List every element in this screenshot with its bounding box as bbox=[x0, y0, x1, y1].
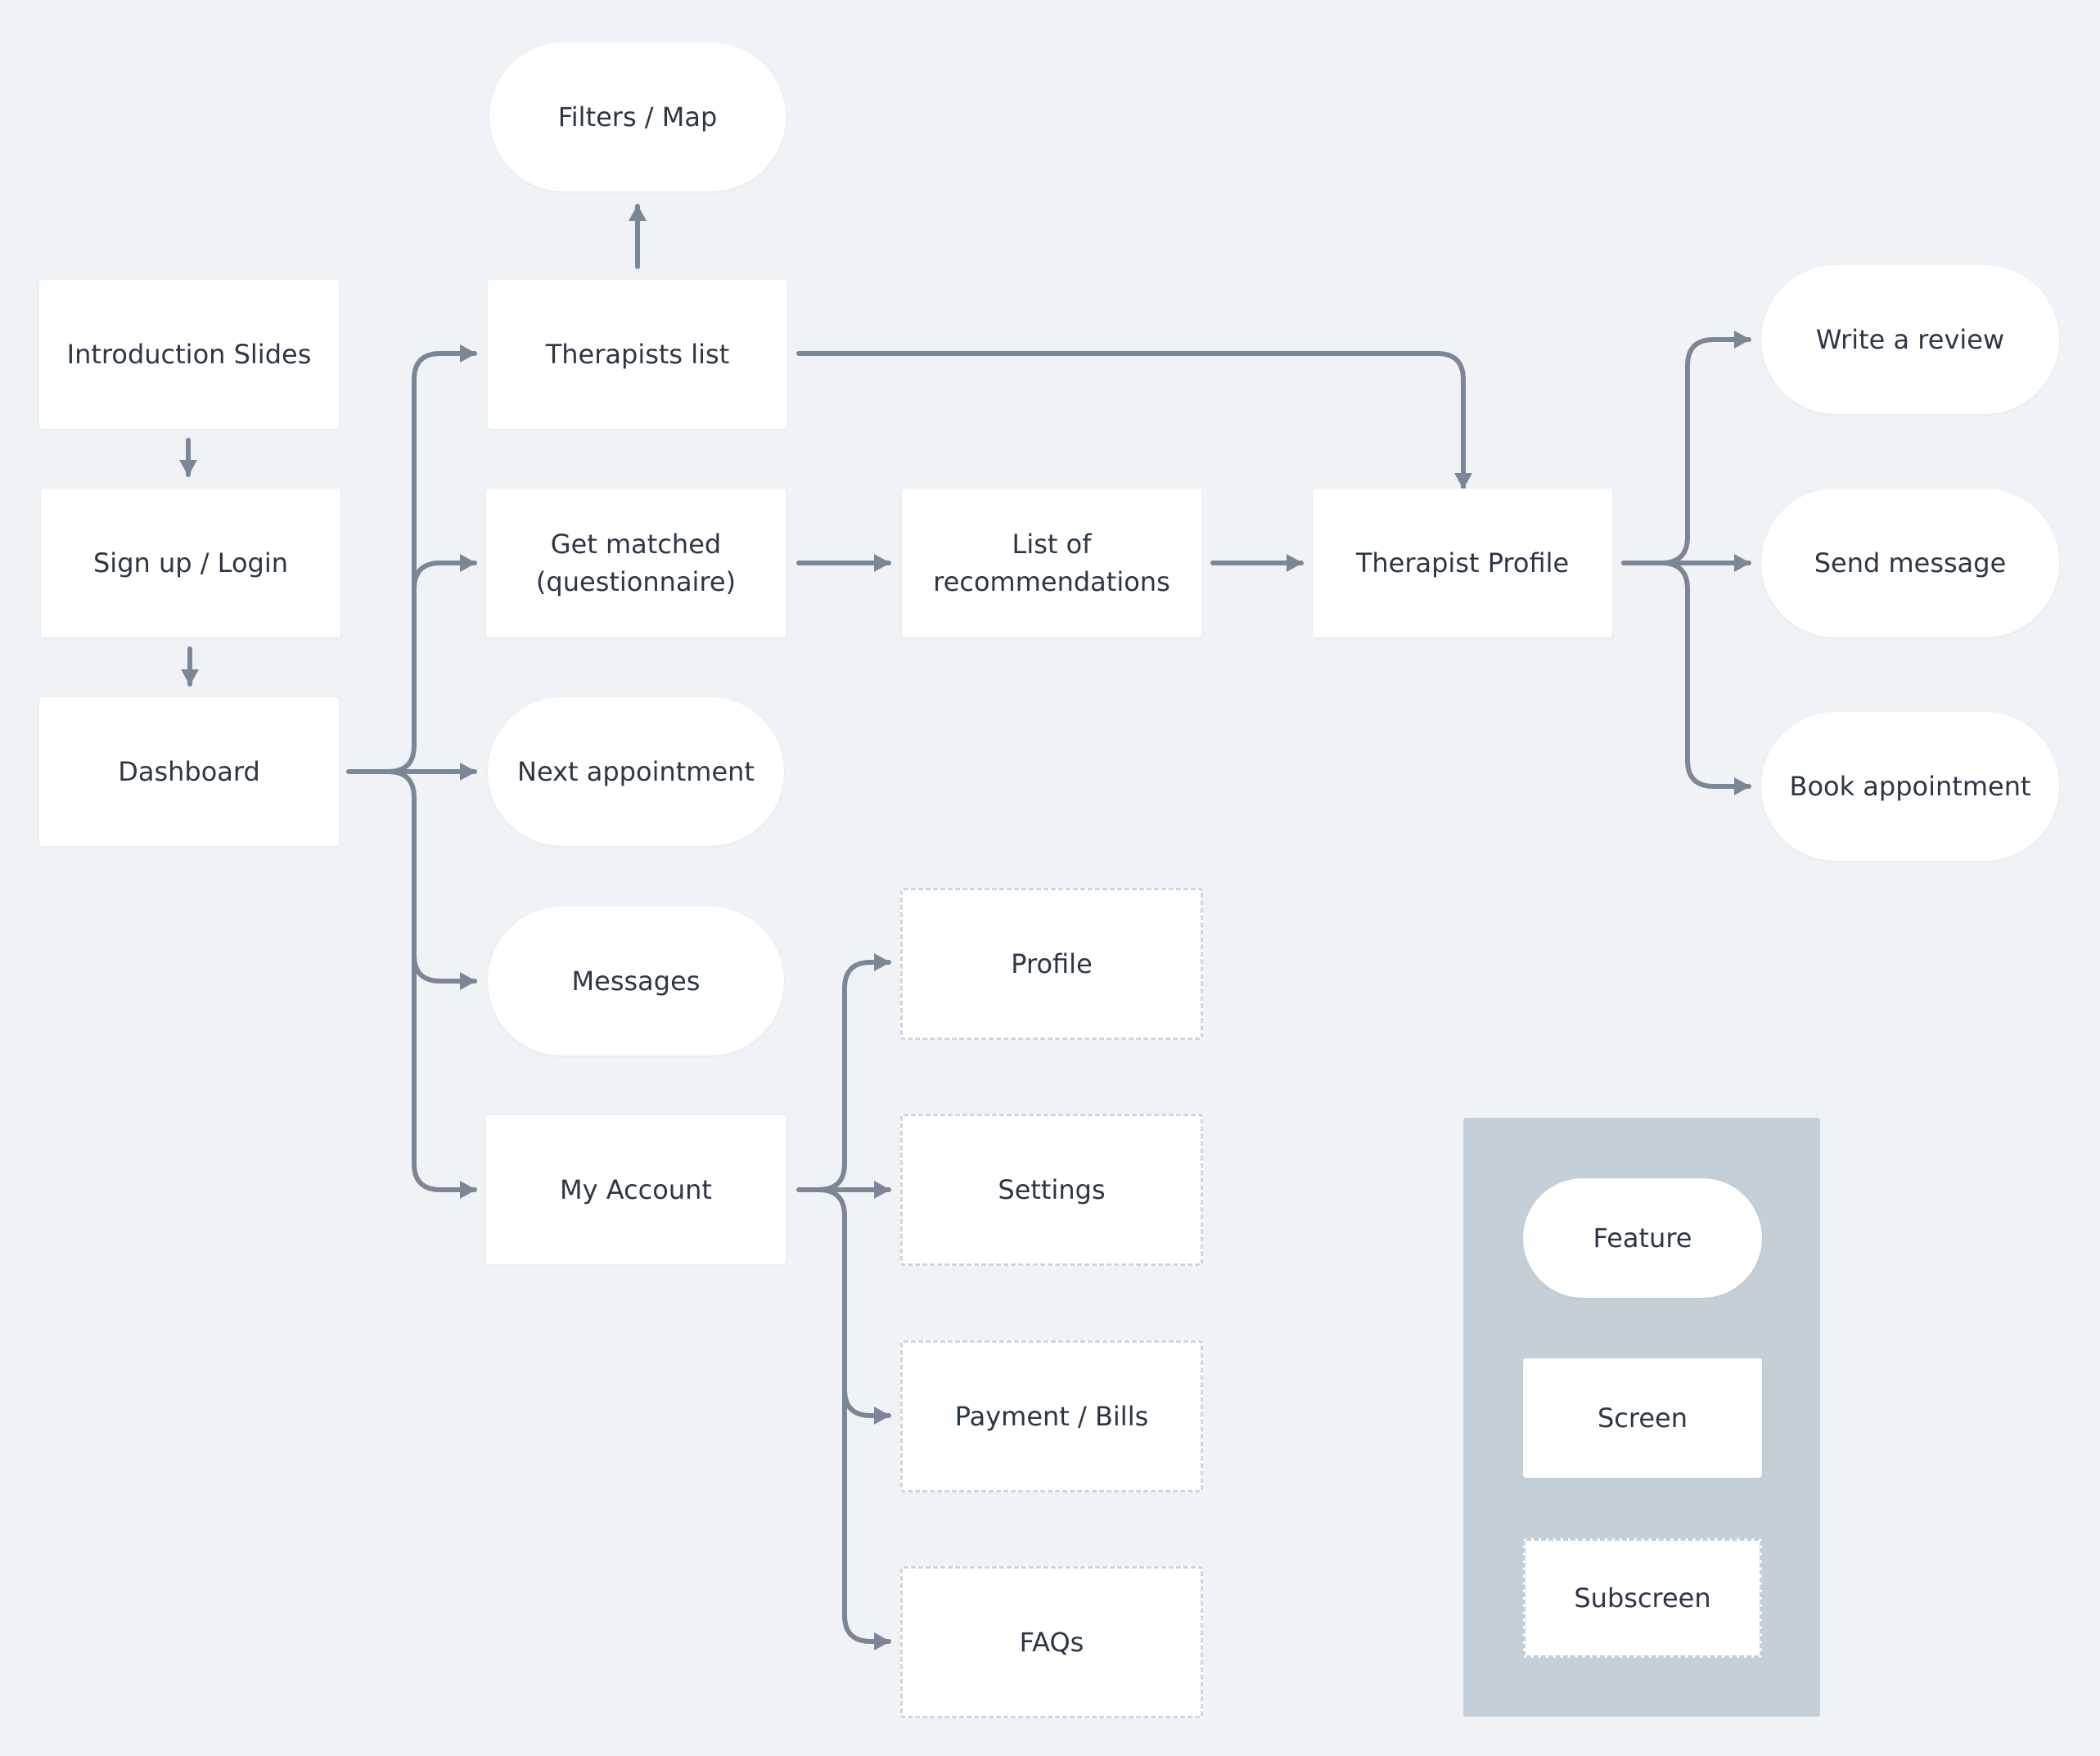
send-message-node[interactable]: Send message bbox=[1761, 489, 2059, 637]
my-account-label: My Account bbox=[560, 1174, 712, 1205]
next-appointment-label: Next appointment bbox=[517, 756, 755, 787]
faqs-label: FAQs bbox=[1019, 1627, 1084, 1658]
edge-therapistprofile-to-bookappt bbox=[1659, 561, 1751, 795]
messages-node[interactable]: Messages bbox=[488, 907, 784, 1056]
legend-feature-label: Feature bbox=[1593, 1222, 1692, 1254]
settings-label: Settings bbox=[998, 1174, 1106, 1205]
legend-subscreen-label: Subscreen bbox=[1574, 1583, 1711, 1614]
settings-node[interactable]: Settings bbox=[900, 1114, 1203, 1266]
legend-screen: Screen bbox=[1523, 1358, 1762, 1478]
edge-dashboard-to-getmatched bbox=[412, 554, 477, 592]
legend-subscreen: Subscreen bbox=[1523, 1538, 1762, 1658]
book-appointment-label: Book appointment bbox=[1789, 771, 2031, 802]
therapist-profile-label: Therapist Profile bbox=[1355, 547, 1570, 579]
sign-up-login-label: Sign up / Login bbox=[92, 547, 288, 579]
legend-screen-label: Screen bbox=[1597, 1403, 1688, 1434]
edge-dashboard-to-myaccount bbox=[412, 952, 477, 1199]
therapist-profile-node[interactable]: Therapist Profile bbox=[1313, 489, 1612, 637]
list-of-recommendations-label: List of recommendations bbox=[933, 529, 1170, 597]
list-of-recommendations-node[interactable]: List of recommendations bbox=[902, 489, 1201, 637]
next-appointment-node[interactable]: Next appointment bbox=[488, 697, 784, 846]
legend-feature: Feature bbox=[1523, 1178, 1762, 1298]
filters-map-label: Filters / Map bbox=[557, 101, 718, 133]
get-matched-node[interactable]: Get matched (questionnaire) bbox=[486, 489, 786, 637]
faqs-node[interactable]: FAQs bbox=[900, 1566, 1203, 1718]
filters-map-node[interactable]: Filters / Map bbox=[489, 43, 786, 191]
book-appointment-node[interactable]: Book appointment bbox=[1761, 712, 2059, 861]
introduction-slides-label: Introduction Slides bbox=[66, 339, 312, 370]
write-review-node[interactable]: Write a review bbox=[1761, 265, 2059, 414]
send-message-label: Send message bbox=[1814, 547, 2007, 579]
introduction-slides-node[interactable]: Introduction Slides bbox=[39, 280, 339, 429]
therapists-list-node[interactable]: Therapists list bbox=[488, 280, 787, 429]
legend-panel: Feature Screen Subscreen bbox=[1463, 1118, 1820, 1717]
edge-therapistprofile-to-review bbox=[1621, 331, 1751, 565]
profile-label: Profile bbox=[1011, 948, 1093, 979]
payment-bills-label: Payment / Bills bbox=[954, 1401, 1149, 1432]
write-review-label: Write a review bbox=[1815, 324, 2005, 355]
my-account-node[interactable]: My Account bbox=[486, 1115, 786, 1264]
edge-myaccount-to-faqs bbox=[842, 1387, 891, 1650]
profile-node[interactable]: Profile bbox=[900, 888, 1203, 1040]
sign-up-login-node[interactable]: Sign up / Login bbox=[41, 489, 340, 637]
edge-therapists-to-therapistprofile bbox=[796, 351, 1472, 490]
dashboard-label: Dashboard bbox=[118, 756, 260, 787]
dashboard-node[interactable]: Dashboard bbox=[39, 697, 339, 846]
messages-label: Messages bbox=[571, 966, 701, 997]
get-matched-label: Get matched (questionnaire) bbox=[535, 529, 737, 597]
edge-myaccount-to-payment bbox=[816, 1187, 891, 1425]
therapists-list-label: Therapists list bbox=[545, 339, 730, 370]
edge-myaccount-to-profile bbox=[796, 953, 891, 1192]
edge-dashboard-to-messages bbox=[385, 769, 477, 990]
payment-bills-node[interactable]: Payment / Bills bbox=[900, 1340, 1203, 1493]
